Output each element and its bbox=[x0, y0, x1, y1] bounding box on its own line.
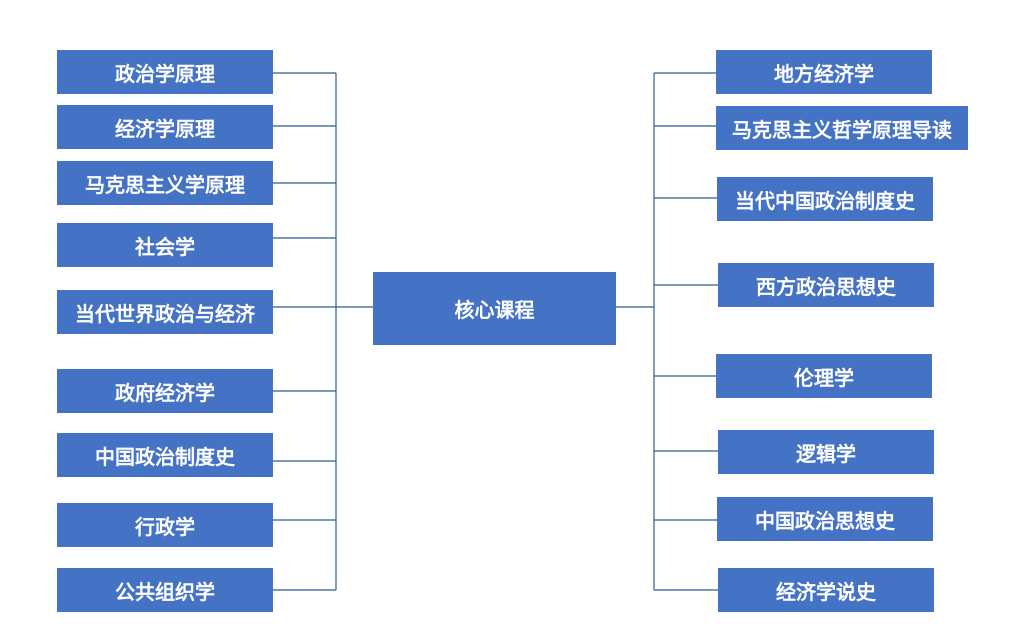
course-node: 行政学 bbox=[57, 503, 273, 547]
course-label: 地方经济学 bbox=[774, 61, 874, 86]
course-label: 中国政治思想史 bbox=[755, 508, 895, 533]
course-node: 当代世界政治与经济 bbox=[57, 290, 273, 334]
course-label: 当代世界政治与经济 bbox=[75, 301, 255, 326]
course-node: 中国政治制度史 bbox=[57, 433, 273, 477]
course-label: 马克思主义学原理 bbox=[85, 172, 245, 197]
course-label: 马克思主义哲学原理导读 bbox=[732, 117, 952, 142]
course-node: 当代中国政治制度史 bbox=[717, 177, 933, 221]
course-node: 经济学原理 bbox=[57, 105, 273, 149]
course-node: 伦理学 bbox=[716, 354, 932, 398]
course-label: 当代中国政治制度史 bbox=[735, 188, 915, 213]
course-node: 地方经济学 bbox=[716, 50, 932, 94]
course-label: 经济学说史 bbox=[776, 579, 876, 604]
course-node: 社会学 bbox=[57, 223, 273, 267]
course-label: 经济学原理 bbox=[115, 116, 215, 141]
course-node: 政府经济学 bbox=[57, 369, 273, 413]
course-label: 政府经济学 bbox=[115, 380, 215, 405]
core-courses-label: 核心课程 bbox=[454, 298, 535, 322]
core-courses-node: 核心课程 bbox=[373, 272, 616, 345]
course-node: 逻辑学 bbox=[718, 430, 934, 474]
course-label: 社会学 bbox=[135, 234, 195, 259]
course-label: 公共组织学 bbox=[115, 579, 215, 604]
course-label: 政治学原理 bbox=[115, 61, 215, 86]
course-label: 西方政治思想史 bbox=[756, 274, 896, 299]
course-node: 经济学说史 bbox=[718, 568, 934, 612]
course-node: 公共组织学 bbox=[57, 568, 273, 612]
course-node: 马克思主义学原理 bbox=[57, 161, 273, 205]
course-label: 中国政治制度史 bbox=[95, 444, 235, 469]
course-node: 政治学原理 bbox=[57, 50, 273, 94]
course-label: 逻辑学 bbox=[796, 441, 856, 466]
course-node: 中国政治思想史 bbox=[717, 497, 933, 541]
course-label: 行政学 bbox=[135, 514, 195, 539]
course-node: 西方政治思想史 bbox=[718, 263, 934, 307]
course-node: 马克思主义哲学原理导读 bbox=[716, 106, 968, 150]
course-label: 伦理学 bbox=[794, 365, 854, 390]
